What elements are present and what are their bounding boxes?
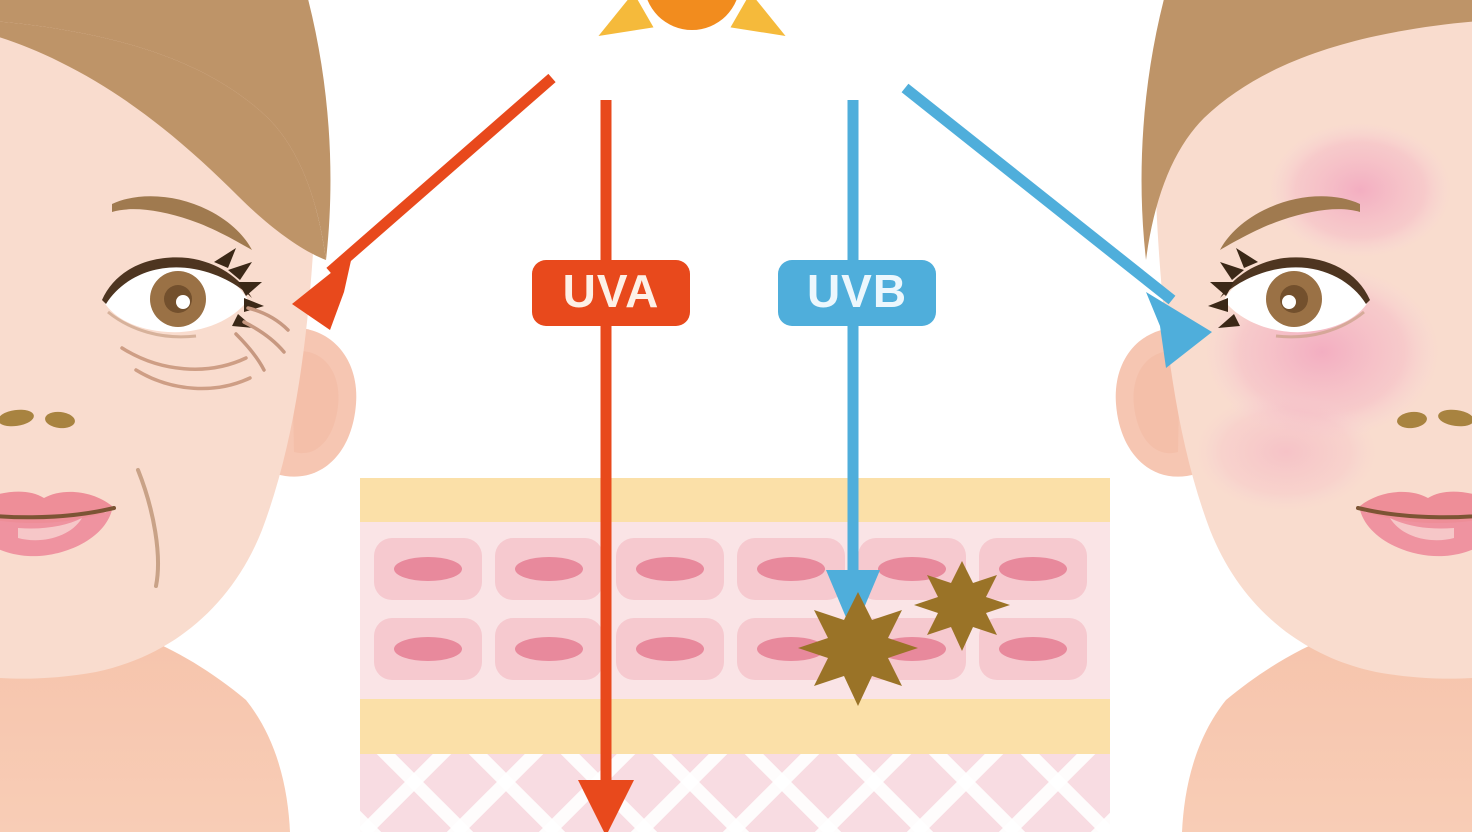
left-under-eye-lines bbox=[120, 346, 252, 391]
left-lip-highlight bbox=[18, 518, 82, 541]
skin-cell bbox=[616, 538, 724, 600]
epidermis-cells-row-1 bbox=[374, 538, 1087, 600]
left-hair-bang bbox=[0, 21, 326, 260]
skin-cross-section bbox=[360, 478, 1110, 832]
uva-vertical-arrow bbox=[578, 100, 634, 832]
skin-cell bbox=[374, 618, 482, 680]
right-face bbox=[1115, 0, 1472, 832]
layer-stratum-corneum bbox=[360, 478, 1110, 522]
right-upper-lash-line bbox=[1220, 257, 1370, 304]
left-eye-highlight bbox=[176, 295, 190, 309]
right-lower-lid bbox=[1275, 310, 1365, 339]
right-nostril-1 bbox=[1438, 409, 1472, 427]
skin-cell bbox=[616, 618, 724, 680]
uvb-diagonal-arrow bbox=[901, 83, 1212, 368]
sun-core bbox=[647, 0, 737, 30]
left-face bbox=[0, 0, 357, 832]
right-lower-cheek-sunburn bbox=[1194, 392, 1378, 512]
right-lip-highlight bbox=[1390, 518, 1454, 541]
melanin-star-large bbox=[798, 592, 918, 706]
left-eyebrow bbox=[112, 196, 252, 250]
left-nostril-1 bbox=[0, 409, 34, 427]
left-lower-lid bbox=[107, 310, 197, 339]
uva-diagonal-arrow bbox=[292, 73, 556, 330]
uva-label[interactable]: UVA bbox=[532, 260, 690, 326]
left-nostril-2 bbox=[45, 411, 75, 429]
skin-cell bbox=[737, 618, 845, 680]
skin-cell bbox=[737, 538, 845, 600]
left-nasolabial-fold bbox=[136, 468, 160, 588]
sun-rays bbox=[584, 0, 800, 36]
left-mouth-line bbox=[0, 506, 116, 520]
layer-dermis-mesh bbox=[360, 754, 1110, 832]
right-eyebrow bbox=[1220, 196, 1360, 250]
uvb-label[interactable]: UVB bbox=[778, 260, 936, 326]
skin-cell bbox=[495, 538, 603, 600]
right-eye-highlight bbox=[1282, 295, 1296, 309]
epidermis-cells-row-2 bbox=[374, 618, 1087, 680]
right-ear-inner bbox=[1133, 351, 1180, 454]
left-hair bbox=[0, 0, 331, 260]
right-mouth-line bbox=[1356, 506, 1472, 520]
left-ear-inner bbox=[292, 351, 339, 454]
melanin-star-small bbox=[914, 561, 1010, 651]
skin-cell bbox=[979, 538, 1087, 600]
left-upper-lash-line bbox=[102, 257, 252, 304]
skin-cell bbox=[374, 538, 482, 600]
sun bbox=[584, 0, 800, 36]
right-eyelashes bbox=[1208, 248, 1258, 328]
right-nostril-2 bbox=[1397, 411, 1427, 429]
skin-cell bbox=[495, 618, 603, 680]
right-hair bbox=[1141, 0, 1472, 260]
melanin-spots bbox=[798, 561, 1010, 706]
layer-basal bbox=[360, 699, 1110, 754]
skin-cell bbox=[979, 618, 1087, 680]
right-forehead-sunburn bbox=[1268, 122, 1452, 258]
left-crows-feet bbox=[234, 306, 290, 372]
